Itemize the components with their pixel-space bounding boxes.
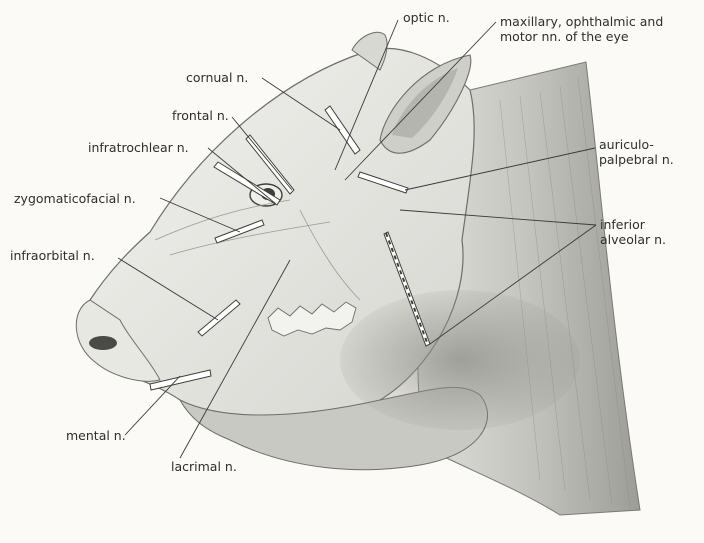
- horn: [351, 31, 388, 71]
- nerve-alveolar-dashes: [385, 232, 429, 346]
- cheek-teeth: [267, 301, 357, 337]
- jaw-shading: [340, 290, 580, 430]
- nerve-infraorbital: [197, 299, 241, 337]
- leader-lacrimal: [179, 259, 291, 459]
- leader-infraorbital: [117, 257, 219, 321]
- neck-hatching: [499, 77, 631, 509]
- leader-optic: [334, 19, 399, 171]
- label-infratrochlear: infratrochlear n.: [88, 140, 189, 155]
- label-frontal: frontal n.: [172, 108, 229, 123]
- leader-mental: [124, 375, 181, 436]
- nerve-mental: [149, 369, 212, 391]
- label-mental: mental n.: [66, 428, 126, 443]
- label-zygomaticofacial: zygomaticofacial n.: [14, 191, 136, 206]
- label-infraorbital: infraorbital n.: [10, 248, 95, 263]
- ear-inner: [392, 68, 458, 138]
- nerve-frontal: [245, 134, 295, 195]
- leader-cornual: [261, 77, 341, 131]
- label-auriculopalpebral: auriculo- palpebral n.: [599, 137, 674, 167]
- label-maxillary: maxillary, ophthalmic and motor nn. of t…: [500, 14, 664, 44]
- leader-zygomatic: [159, 197, 241, 233]
- label-optic: optic n.: [403, 10, 450, 25]
- nerve-auriculo: [357, 171, 409, 194]
- leader-frontal: [231, 116, 293, 191]
- leader-lines: [117, 19, 597, 459]
- nostril: [89, 336, 117, 350]
- leader-maxillary: [344, 21, 497, 181]
- label-lacrimal: lacrimal n.: [171, 459, 237, 474]
- leader-infratrochlear: [207, 147, 277, 205]
- leader-alveolar-a: [399, 209, 597, 226]
- muzzle: [75, 299, 161, 382]
- label-cornual: cornual n.: [186, 70, 249, 85]
- label-inferior-alveolar: inferior alveolar n.: [600, 217, 667, 247]
- leader-alveolar-b: [429, 224, 597, 345]
- leader-auriculo: [404, 147, 596, 191]
